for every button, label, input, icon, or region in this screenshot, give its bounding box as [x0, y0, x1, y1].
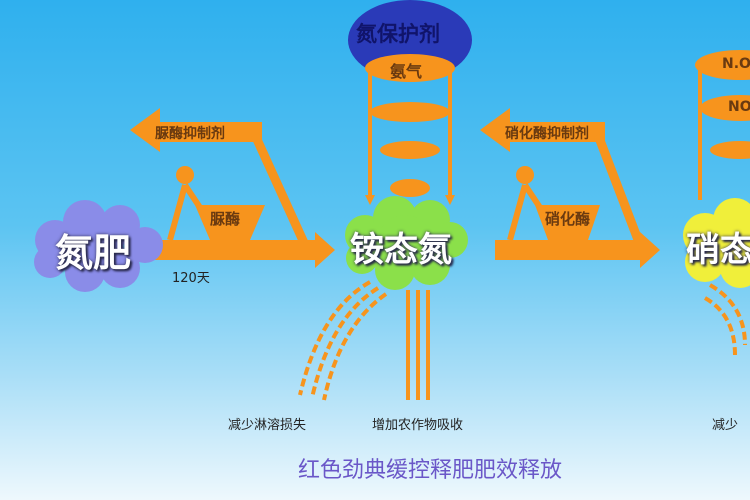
- nitrogen-protector-label: 氮保护剂: [356, 22, 440, 46]
- nitrification-inhibitor-label: 硝化酶抑制剂: [505, 126, 589, 142]
- ammonia-gas-label: 氨气: [390, 62, 423, 81]
- fertilizer-cloud: [34, 200, 163, 292]
- no-label-2: NO: [728, 99, 750, 115]
- ammonium-node: 铵态氮: [350, 230, 452, 270]
- leaching-lines: [298, 280, 388, 401]
- absorption-lines: [406, 290, 430, 400]
- urease-label: 脲酶: [210, 210, 241, 228]
- duration-label: 120天: [172, 271, 210, 286]
- left-cycle-arrows: [130, 108, 335, 268]
- caption: 红色劲典缓控释肥肥效释放: [298, 458, 563, 483]
- absorption-outcome: 增加农作物吸收: [372, 418, 464, 433]
- right-outcome: 减少: [712, 418, 739, 433]
- right-cycle-arrows: [480, 108, 660, 268]
- nitrate-node: 硝态: [686, 230, 750, 270]
- top-column: [348, 0, 472, 205]
- nitrification-enzyme-label: 硝化酶: [545, 210, 591, 228]
- nitrate-cloud: [683, 198, 750, 288]
- right-column: [695, 50, 750, 200]
- no-label-1: N.O: [722, 56, 750, 72]
- fertilizer-node: 氮肥: [55, 231, 132, 275]
- leaching-outcome: 减少淋溶损失: [228, 418, 307, 433]
- urease-inhibitor-label: 脲酶抑制剂: [155, 126, 225, 142]
- ammonium-cloud: [345, 196, 468, 290]
- right-leaching-lines: [703, 283, 747, 356]
